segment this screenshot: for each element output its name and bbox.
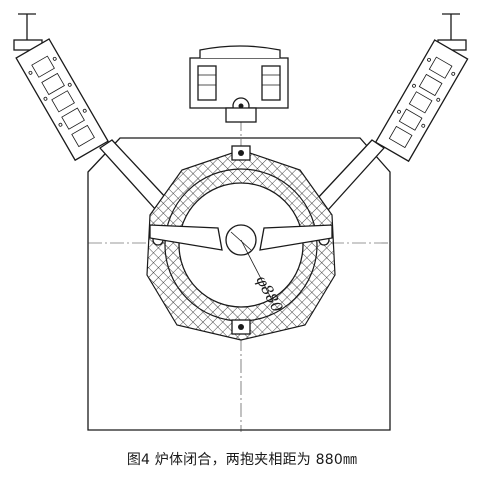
left-arm [13, 13, 169, 211]
top-drive-unit [189, 45, 289, 123]
figure-caption: 图4 炉体闭合，两抱夹相距为 880㎜ [126, 452, 358, 468]
right-arm [315, 13, 469, 211]
furnace-closed-drawing: φ880 [13, 13, 469, 432]
